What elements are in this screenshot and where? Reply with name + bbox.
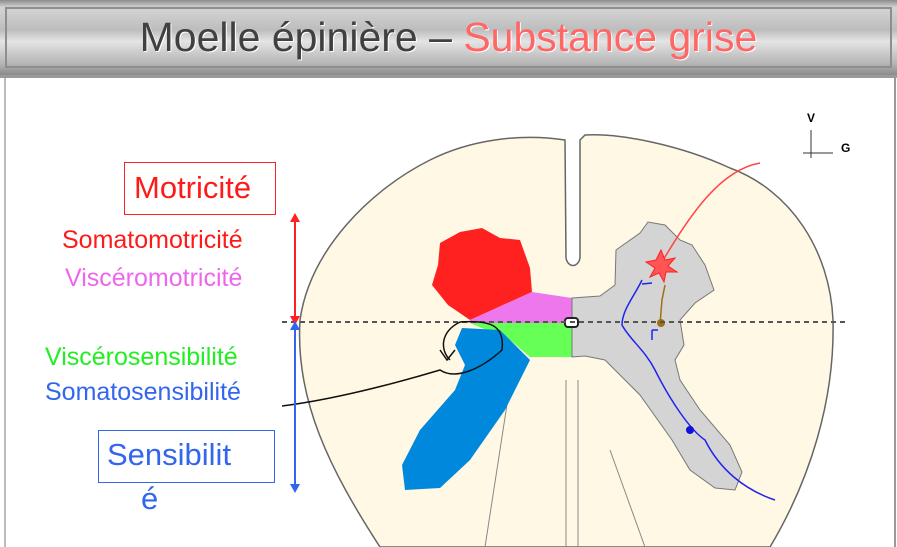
viscerosensibility-label: Viscérosensibilité [45,343,238,371]
title-highlight: Substance grise [463,14,758,60]
visceromotor-region [470,292,572,323]
sensibility-box [98,430,275,483]
somatosensory-region [402,328,530,490]
title-bar: Moelle épinière – Substance grise [0,0,897,78]
hand-drawn-arrow [281,320,504,407]
sensibility-label-line2: é [141,481,159,516]
interneuron [659,284,666,325]
motricity-box [124,162,276,215]
slide-title: Moelle épinière – Substance grise [5,7,892,68]
title-main: Moelle épinière – [139,14,452,60]
somatomotor-region [432,228,532,320]
sensory-fiber [621,279,776,501]
motricity-label: Motricité [134,170,252,205]
motor-neuron-star [644,248,679,284]
orientation-v: V [807,111,815,125]
motor-axon [661,162,761,263]
visceromotricity-label: Viscéromotricité [65,264,243,292]
somatosensibility-label: Somatosensibilité [45,378,241,406]
orientation-cross-icon [803,130,833,158]
gray-matter-right [571,221,743,491]
orientation-g: G [841,141,850,155]
sensibility-label-line1: Sensibilit [107,437,232,472]
somatomotricity-label: Somatomotricité [62,226,243,254]
